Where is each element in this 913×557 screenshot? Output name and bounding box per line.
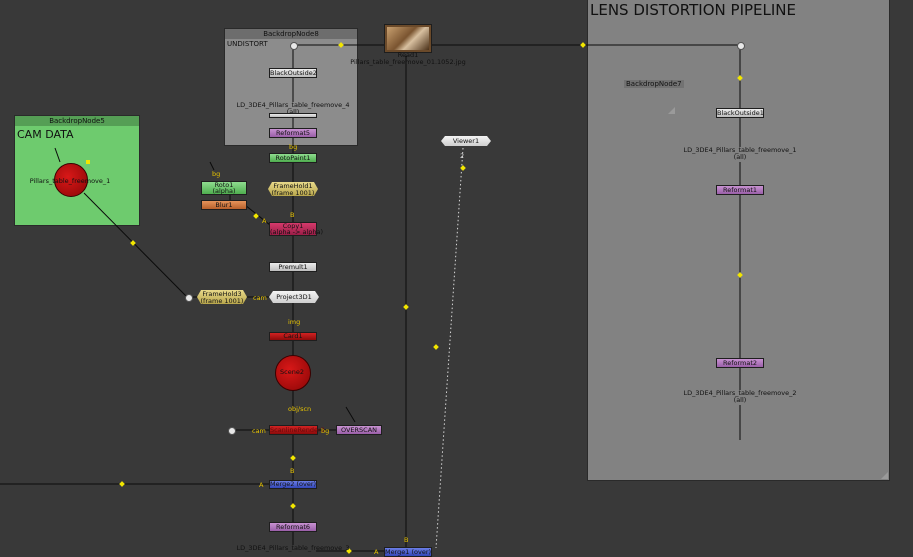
edge-label-img: img xyxy=(288,318,301,326)
edge-label-b: B xyxy=(290,211,295,219)
edge-label-cam: cam xyxy=(253,294,267,302)
roto1-sublabel: (alpha) xyxy=(212,187,236,195)
reformat5-node[interactable]: Reformat5 xyxy=(269,128,317,138)
edge-label-cam: cam xyxy=(252,427,266,435)
scene2-label: Scene2 xyxy=(280,368,304,376)
junction-dot[interactable] xyxy=(290,42,298,50)
read1-node[interactable] xyxy=(384,24,432,53)
edge-label-a: A xyxy=(262,217,267,225)
backdrop-resize-icon[interactable] xyxy=(668,107,675,114)
ld4-sublabel: (all) xyxy=(286,108,300,116)
edge-label-b: B xyxy=(290,467,295,475)
edge-label-obj-scn: obj/scn xyxy=(288,405,312,413)
backdrop-resize-icon[interactable] xyxy=(881,472,888,479)
backdrop-lens-distortion[interactable]: LENS DISTORTION PIPELINE BackdropNode7 xyxy=(587,0,890,481)
camera-node[interactable] xyxy=(54,163,88,197)
blackoutside1-node[interactable]: BlackOutside1 xyxy=(716,108,764,118)
rotopaint1-node[interactable]: RotoPaint1 xyxy=(269,153,317,163)
roto1-node[interactable]: Roto1 (alpha) xyxy=(201,181,247,195)
copy1-label: Copy1 xyxy=(282,222,304,230)
backdrop-title: BackdropNode8 xyxy=(225,29,357,39)
ld2-label: LD_3DE4_Pillars_table_freemove_2 xyxy=(683,389,797,397)
read1-thumbnail-icon xyxy=(387,27,429,50)
roto1-label: Roto1 xyxy=(214,181,234,189)
reformat1-node[interactable]: Reformat1 xyxy=(716,185,764,195)
framehold1-node[interactable]: FrameHold1 (frame 1001) xyxy=(268,182,318,196)
ld4-label: LD_3DE4_Pillars_table_freemove_4 xyxy=(236,101,350,109)
backdrop-heading: CAM DATA xyxy=(17,128,74,141)
blackoutside2-node[interactable]: BlackOutside2 xyxy=(269,68,317,78)
copy1-node[interactable]: Copy1 (alpha -> alpha) xyxy=(269,222,323,236)
reformat6-node[interactable]: Reformat6 xyxy=(269,522,317,532)
ld4-node[interactable] xyxy=(269,113,317,118)
read1-label: Read1 xyxy=(397,51,419,59)
project3d1-node[interactable]: Project3D1 xyxy=(269,291,319,303)
blur1-node[interactable]: Blur1 xyxy=(201,200,247,210)
reformat2-node[interactable]: Reformat2 xyxy=(716,358,764,368)
edge-label-b: B xyxy=(404,536,409,544)
merge1-node[interactable]: Merge1 (over) xyxy=(384,547,432,557)
junction-dot[interactable] xyxy=(737,42,745,50)
backdrop-cam-data[interactable]: BackdropNode5 CAM DATA xyxy=(14,115,140,226)
scanlinerender2-label: ScanlineRender2 xyxy=(270,426,325,434)
premult1-node[interactable]: Premult1 xyxy=(269,262,317,272)
ld2-sublabel: (all) xyxy=(733,396,747,404)
junction-dot[interactable] xyxy=(228,427,236,435)
edge-label-bg: bg xyxy=(212,170,221,178)
read1-file-label: Pillars_table_freemove_01.1052.jpg xyxy=(350,58,466,66)
backdrop-label: UNDISTORT xyxy=(227,40,268,48)
backdrop-label: BackdropNode7 xyxy=(624,80,684,88)
framehold3-label: FrameHold3 xyxy=(202,290,242,298)
edge-label-a: A xyxy=(259,481,264,489)
merge2-node[interactable]: Merge2 (over) xyxy=(269,480,317,489)
viewer-input-label: 2 xyxy=(460,152,465,160)
copy1-sublabel: (alpha -> alpha) xyxy=(270,228,324,236)
ld1-label: LD_3DE4_Pillars_table_freemove_1 xyxy=(683,146,797,154)
camera-label: Pillars_table_freemove_1 xyxy=(29,177,111,185)
overscan-node[interactable]: OVERSCAN xyxy=(336,425,382,435)
backdrop-heading: LENS DISTORTION PIPELINE xyxy=(590,1,796,19)
scanlinerender2-node[interactable]: ScanlineRender2 xyxy=(269,425,325,435)
viewer1-node[interactable]: Viewer1 xyxy=(441,136,491,146)
ld1-sublabel: (all) xyxy=(733,153,747,161)
framehold1-label: FrameHold1 xyxy=(273,182,313,190)
framehold3-sublabel: (frame 1001) xyxy=(200,296,244,305)
junction-dot[interactable] xyxy=(185,294,193,302)
framehold3-node[interactable]: FrameHold3 (frame 1001) xyxy=(197,290,247,304)
ld5-label: LD_3DE4_Pillars_table_freemove_3 xyxy=(236,544,350,552)
backdrop-title: BackdropNode5 xyxy=(15,116,139,126)
card1-node[interactable]: Card1 xyxy=(269,332,317,341)
scene2-node[interactable] xyxy=(275,355,311,391)
edge-label-bg: bg xyxy=(321,427,330,435)
framehold1-sublabel: (frame 1001) xyxy=(271,188,315,197)
edge-label-a: A xyxy=(374,548,379,556)
edge-label-bg: bg xyxy=(289,143,298,151)
